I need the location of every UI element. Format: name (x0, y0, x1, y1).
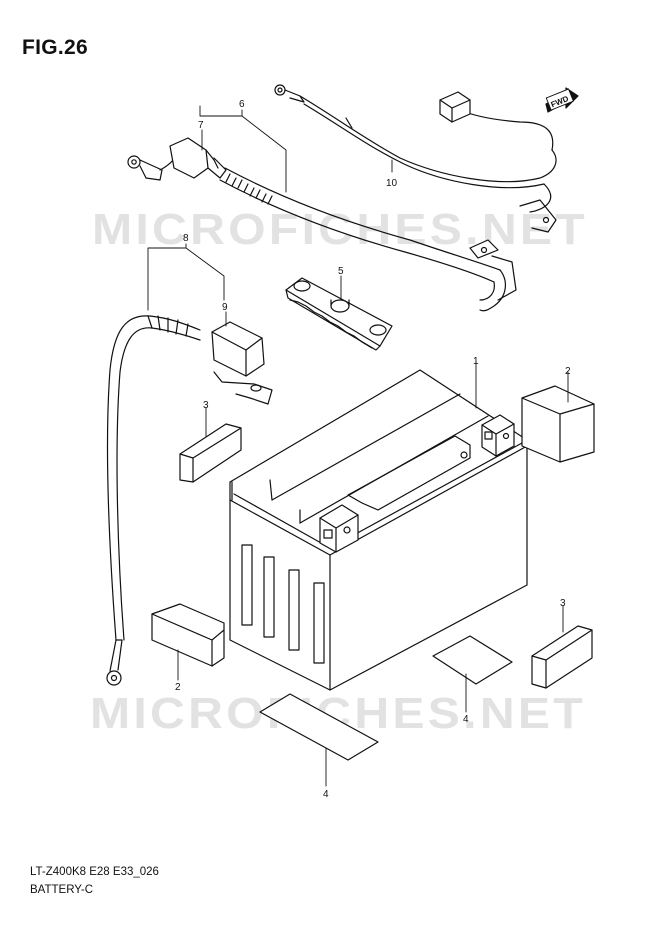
pad-2-right (521, 385, 595, 463)
sheet-4-middle (432, 635, 513, 685)
callout-6: 6 (239, 99, 245, 110)
callout-5: 5 (338, 266, 344, 277)
callout-9: 9 (222, 302, 228, 313)
callout-10: 10 (386, 178, 398, 189)
callout-3-lower: 3 (560, 598, 566, 609)
wiring-harness (274, 84, 557, 233)
negative-cable (127, 137, 517, 312)
fwd-badge: FWD (545, 88, 574, 111)
callout-4-middle: 4 (463, 714, 469, 725)
callout-7: 7 (198, 120, 204, 131)
leader-6 (199, 105, 287, 193)
pad-2-left (151, 603, 225, 667)
callout-4-bottom: 4 (323, 789, 329, 800)
battery (229, 369, 528, 691)
cushion-3-upper (179, 423, 242, 483)
cushion-3-lower (531, 625, 593, 689)
callout-2-right: 2 (565, 366, 571, 377)
positive-cable (106, 315, 273, 686)
callout-2-left: 2 (175, 682, 181, 693)
battery-band (285, 277, 393, 351)
watermark-top: MICROFICHES.NET (92, 205, 588, 254)
footer-code: LT-Z400K8 E28 E33_026 (30, 866, 159, 878)
sheet-4-bottom (259, 693, 379, 761)
callout-8: 8 (183, 233, 189, 244)
footer-name: BATTERY-C (30, 884, 94, 896)
leader-8 (147, 243, 225, 311)
callout-1: 1 (473, 356, 479, 367)
figure-title: FIG.26 (22, 36, 88, 59)
callout-3-upper: 3 (203, 400, 209, 411)
